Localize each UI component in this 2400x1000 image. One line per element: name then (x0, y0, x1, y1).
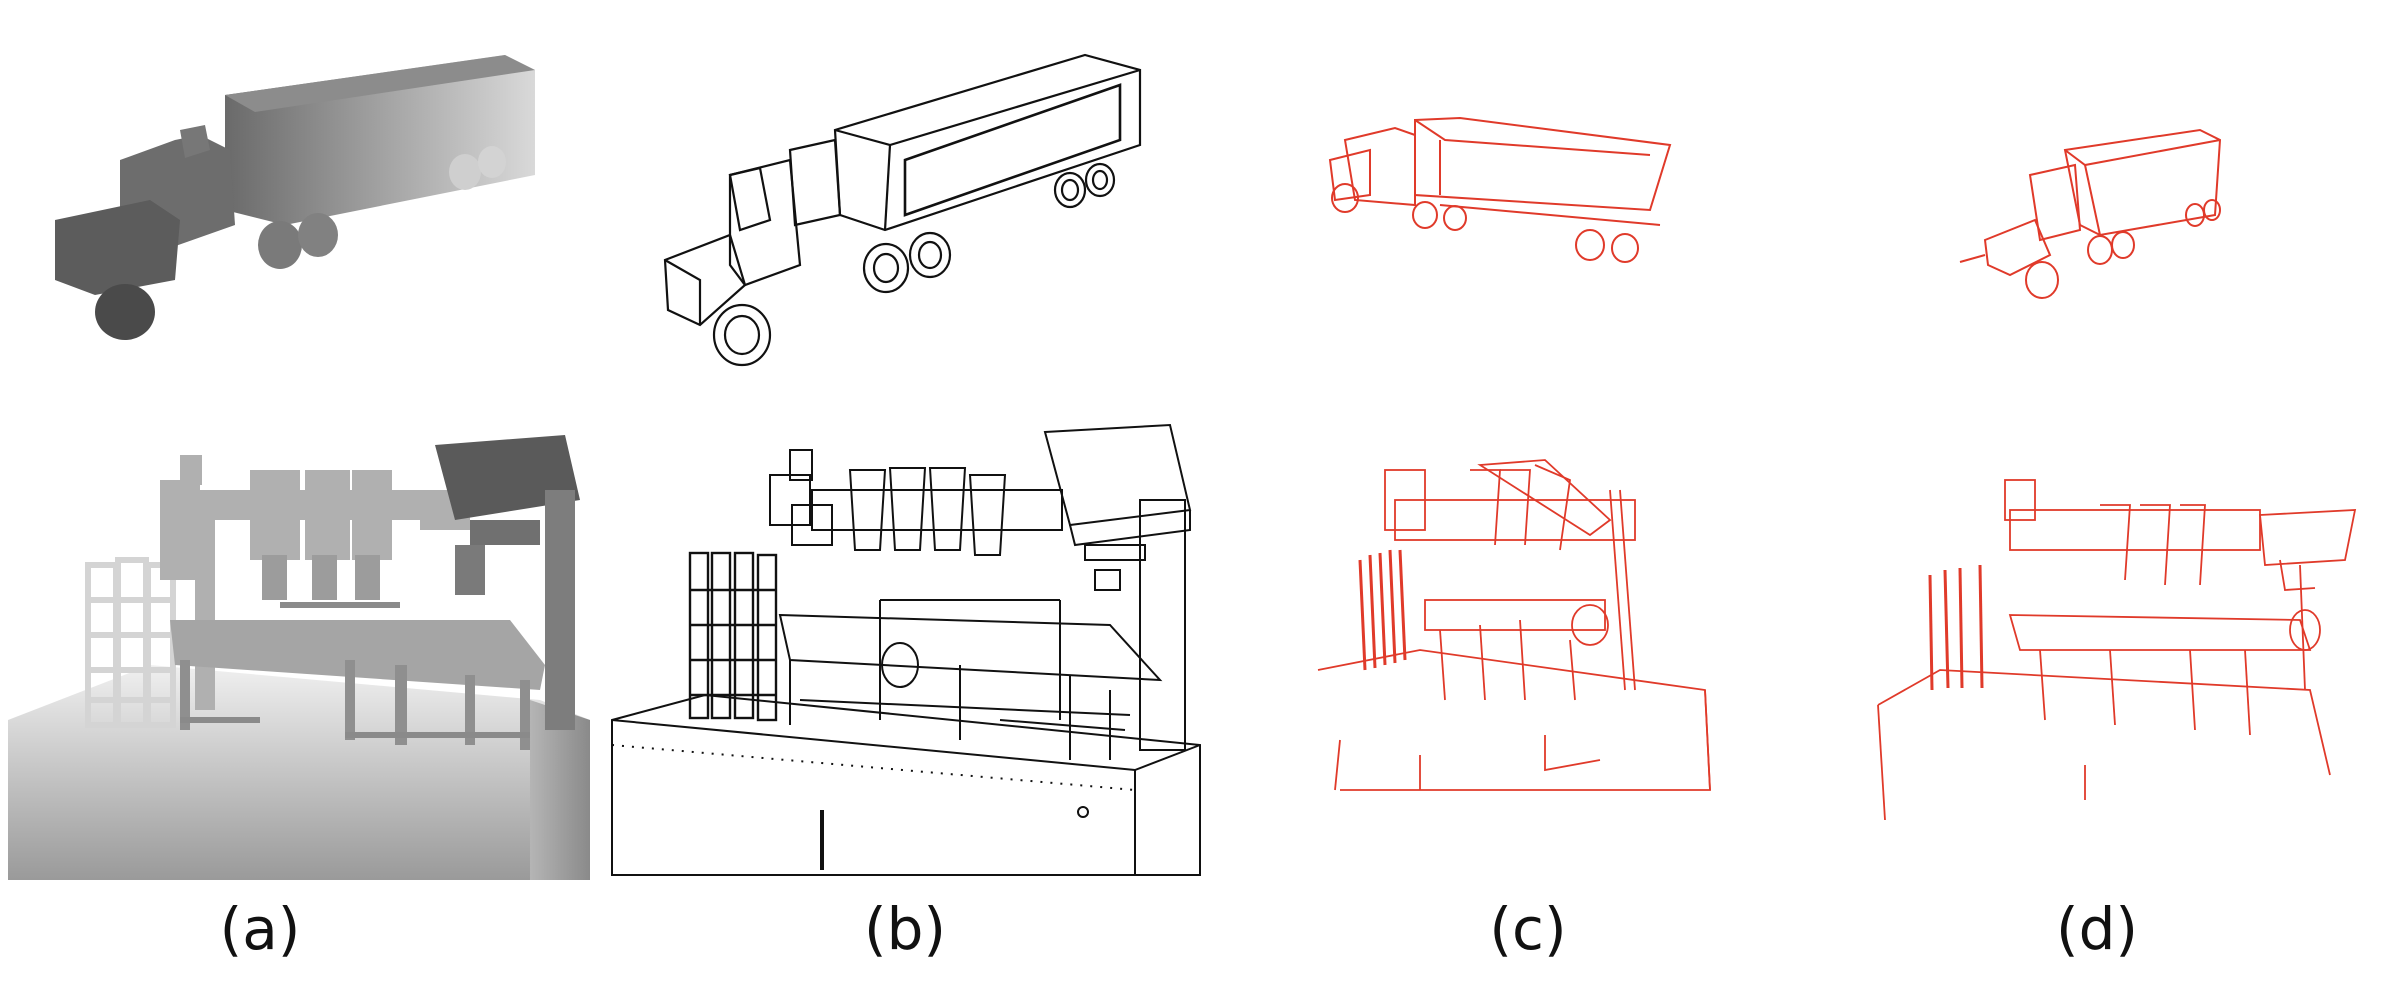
panel-a-truck-depth (55, 55, 535, 340)
caption-a: (a) (219, 895, 301, 963)
panel-a-lab-depth (8, 435, 590, 880)
caption-c: (c) (1489, 895, 1567, 963)
panel-b-lab-lines (611, 423, 1201, 876)
panel-c-truck-edges (1328, 116, 1672, 263)
panel-d-truck-edges (1959, 128, 2222, 299)
panel-c-lab-edges (1317, 459, 1711, 791)
caption-d: (d) (2055, 895, 2139, 963)
panel-b-truck-lines (663, 53, 1142, 367)
caption-b: (b) (863, 895, 947, 963)
panel-d-lab-edges (1877, 479, 2357, 821)
